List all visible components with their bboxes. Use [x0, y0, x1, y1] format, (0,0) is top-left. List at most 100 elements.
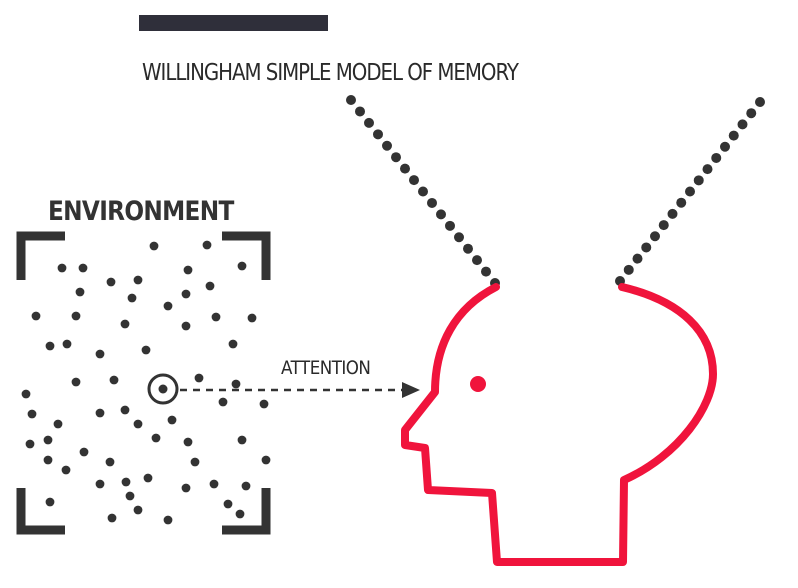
- left-ray-dot: [418, 186, 428, 197]
- left-ray-dot: [346, 95, 356, 105]
- stimulus-dot: [120, 405, 130, 415]
- stimulus-dot: [79, 447, 89, 457]
- stimulus-dot: [106, 277, 116, 287]
- stimulus-dot: [183, 437, 193, 447]
- stimulus-dot: [125, 491, 135, 501]
- attention-arrow: [180, 382, 420, 398]
- stimulus-dot: [183, 265, 193, 275]
- left-ray-dot: [445, 220, 455, 231]
- right-ray-dot: [711, 152, 722, 163]
- stimulus-dot: [57, 263, 67, 273]
- stimulus-dot: [133, 419, 143, 429]
- frame-corner-top-left: [16, 231, 65, 280]
- stimulus-dot: [21, 389, 31, 399]
- stimulus-dot: [107, 513, 117, 523]
- stimulus-dot: [181, 321, 191, 331]
- stimulus-dot: [45, 497, 55, 507]
- environment-label: ENVIRONMENT: [48, 196, 234, 227]
- stimulus-dot: [95, 479, 105, 489]
- left-ray-dot: [382, 140, 392, 151]
- attention-label: ATTENTION: [281, 357, 371, 379]
- left-ray-dot: [472, 255, 482, 266]
- left-ray-dot: [400, 163, 410, 174]
- right-ray-dot: [658, 220, 669, 231]
- stimulus-dot: [78, 263, 88, 273]
- left-ray-dot: [391, 152, 401, 163]
- stimulus-dot: [261, 455, 271, 465]
- stimulus-dot: [43, 435, 53, 445]
- stimulus-dot: [31, 311, 41, 321]
- stimulus-dot: [259, 399, 269, 409]
- stimulus-dot: [95, 408, 105, 418]
- stimulus-dot: [71, 377, 81, 387]
- left-ray-dot: [481, 266, 491, 277]
- stimulus-dot: [241, 481, 251, 491]
- stimulus-dot: [133, 505, 143, 515]
- stimulus-dot: [181, 483, 191, 493]
- stimulus-dot: [121, 477, 131, 487]
- right-ray-dot: [720, 141, 730, 152]
- left-ray-dot: [373, 129, 383, 140]
- stimulus-dot: [141, 345, 151, 355]
- stimulus-dot: [62, 339, 72, 349]
- stimulus-dot: [202, 240, 212, 250]
- right-ray-dot: [737, 119, 748, 130]
- right-ray-dot: [676, 197, 687, 208]
- diagram-title: WILLINGHAM SIMPLE MODEL OF MEMORY: [142, 60, 519, 86]
- stimulus-dot: [235, 509, 245, 519]
- stimulus-dot: [25, 439, 35, 449]
- stimulus-dot: [109, 375, 119, 385]
- left-ray-dot: [454, 232, 464, 243]
- right-ray-dot: [746, 108, 757, 119]
- left-ray-dot: [364, 117, 374, 128]
- stimulus-dot: [105, 457, 115, 467]
- stimulus-dot: [53, 419, 63, 429]
- right-ray-dot: [755, 97, 765, 107]
- stimulus-dot: [237, 435, 247, 445]
- stimulus-dot: [71, 311, 81, 321]
- right-ray-dot: [685, 186, 695, 197]
- stimulus-dot: [163, 301, 173, 311]
- stimulus-dot: [237, 261, 247, 271]
- right-ray-dot: [650, 231, 660, 242]
- environment-stimuli: [21, 240, 271, 525]
- left-ray-dot: [436, 209, 446, 220]
- left-ray-dot: [409, 175, 419, 186]
- right-ray-dot: [728, 130, 739, 141]
- attended-stimulus: [147, 373, 179, 405]
- stimulus-dot: [61, 465, 71, 475]
- stimulus-dot: [211, 312, 221, 322]
- right-ray-dot: [641, 242, 652, 253]
- stimulus-dot: [247, 313, 257, 323]
- memory-rays: [346, 95, 765, 288]
- stimulus-dot: [163, 515, 173, 525]
- right-ray-dot: [693, 175, 704, 186]
- title-bar: [139, 15, 328, 31]
- left-ray-dot: [463, 243, 473, 254]
- frame-corner-top-right: [222, 231, 271, 280]
- stimulus-dot: [231, 379, 241, 389]
- stimulus-dot: [228, 339, 238, 349]
- stimulus-dot: [95, 349, 105, 359]
- head-eye: [470, 376, 486, 392]
- frame-corner-bottom-right: [222, 488, 271, 535]
- stimulus-dot: [45, 341, 55, 351]
- stimulus-dot: [218, 397, 228, 407]
- right-ray-dot: [632, 253, 643, 264]
- right-ray-dot: [623, 264, 634, 275]
- left-ray-dot: [355, 106, 365, 117]
- frame-corner-bottom-left: [16, 488, 65, 535]
- stimulus-dot: [143, 473, 153, 483]
- stimulus-dot: [194, 373, 204, 383]
- stimulus-dot: [167, 415, 177, 425]
- stimulus-dot: [181, 289, 191, 299]
- environment-frame: [16, 231, 271, 535]
- stimulus-dot: [149, 241, 159, 251]
- stimulus-dot: [133, 275, 143, 285]
- stimulus-dot: [120, 319, 130, 329]
- stimulus-dot: [205, 281, 215, 291]
- left-ray-dot: [427, 197, 437, 208]
- stimulus-dot: [190, 457, 200, 467]
- right-ray-dot: [702, 164, 713, 175]
